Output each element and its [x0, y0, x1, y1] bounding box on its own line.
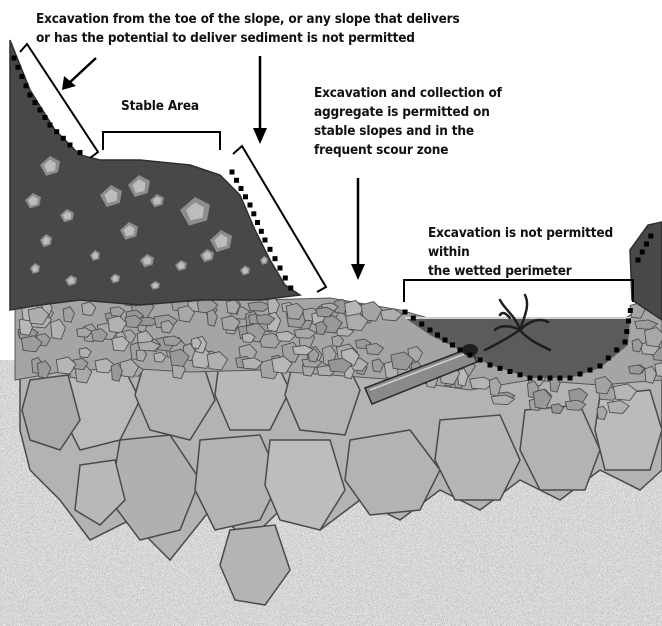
boundary-dot	[558, 376, 563, 381]
boundary-dot	[268, 247, 273, 252]
boundary-dot	[578, 372, 583, 377]
boundary-dot	[488, 363, 493, 368]
boundary-dot	[478, 358, 483, 363]
boundary-dot	[568, 376, 573, 381]
boundary-dot	[626, 319, 631, 324]
boundary-dot	[458, 348, 463, 353]
boundary-dot	[588, 368, 593, 373]
wetted-perimeter-bracket	[404, 280, 633, 302]
boundary-dot	[411, 316, 416, 321]
boundary-dot	[48, 123, 53, 128]
boundary-dot	[644, 242, 649, 247]
boundary-dot	[498, 366, 503, 371]
boundary-dot	[450, 343, 455, 348]
boundary-dot	[278, 266, 283, 271]
annotation-toe-slope: Excavation from the toe of the slope, or…	[36, 10, 460, 48]
boundary-dot	[243, 194, 248, 199]
boundary-dot	[283, 276, 288, 281]
boundary-dot	[623, 340, 628, 345]
boundary-dot	[628, 308, 633, 313]
boundary-dot	[28, 93, 33, 98]
boundary-dot	[288, 286, 293, 291]
boundary-dot	[648, 234, 653, 239]
boundary-dot	[538, 376, 543, 381]
boundary-dot	[239, 186, 244, 191]
boundary-dot	[428, 328, 433, 333]
boundary-dot	[263, 238, 268, 243]
boundary-dot	[20, 74, 25, 79]
boundary-dot	[640, 250, 645, 255]
boundary-dot	[68, 143, 73, 148]
boundary-dot	[435, 333, 440, 338]
boundary-dot	[248, 203, 253, 208]
stable-area-bracket	[103, 132, 220, 150]
boundary-dot	[38, 108, 43, 113]
boundary-dot	[61, 136, 66, 141]
boundary-dot	[255, 220, 260, 225]
boundary-dot	[508, 369, 513, 374]
boundary-dot	[548, 376, 553, 381]
boundary-dot	[468, 353, 473, 358]
boundary-dot	[78, 150, 83, 155]
boundary-dot	[251, 211, 256, 216]
boundary-dot	[33, 100, 38, 105]
boundary-dot	[273, 256, 278, 261]
annotation-stable-area: Stable Area	[121, 97, 199, 116]
boundary-dot	[16, 65, 21, 70]
boundary-dot	[24, 83, 29, 88]
annotation-wetted-perimeter: Excavation is not permitted within the w…	[428, 224, 639, 281]
boundary-dot	[419, 322, 424, 327]
boundary-dot	[614, 348, 619, 353]
boundary-dot	[606, 356, 611, 361]
boundary-dot	[230, 170, 235, 175]
boundary-dot	[403, 310, 408, 315]
cobble-grain	[645, 327, 662, 346]
boundary-dot	[443, 338, 448, 343]
boundary-dot	[518, 372, 523, 377]
boundary-dot	[234, 178, 239, 183]
boundary-dot	[259, 229, 264, 234]
boundary-dot	[624, 329, 629, 334]
boundary-dot	[43, 115, 48, 120]
boundary-dot	[54, 129, 59, 134]
boundary-dot	[528, 376, 533, 381]
arrow-toe-slope	[68, 58, 96, 84]
boundary-dot	[12, 56, 17, 61]
annotation-aggregate: Excavation and collection of aggregate i…	[314, 84, 502, 160]
boundary-dot	[598, 364, 603, 369]
